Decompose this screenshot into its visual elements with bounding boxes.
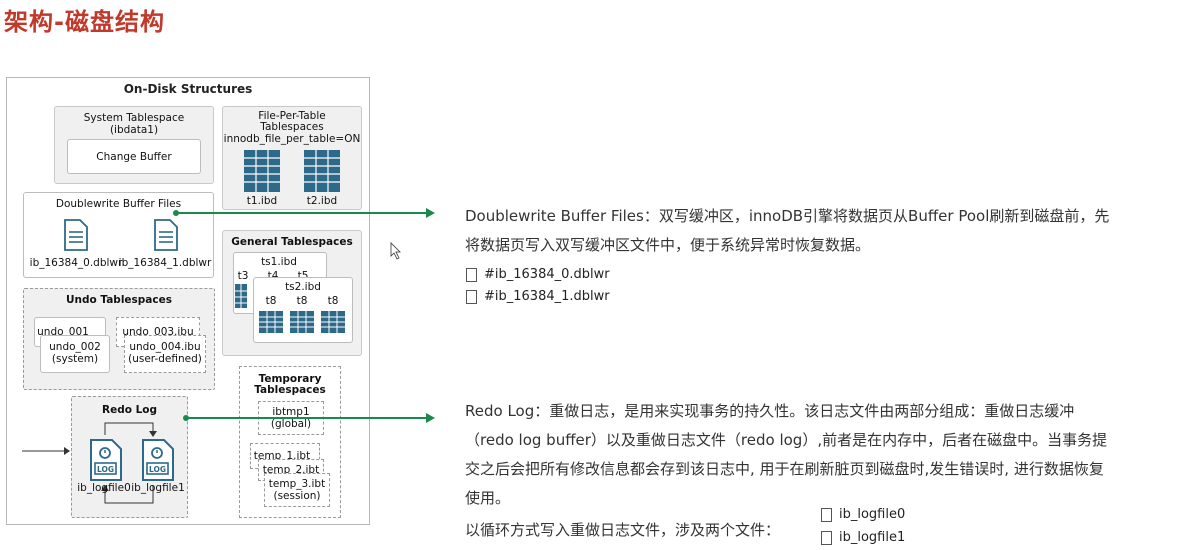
temp3-box: temp_3.ibt (session) [264, 473, 330, 507]
undo-tablespaces-box: Undo Tablespaces undo_001 undo_002 (syst… [23, 288, 215, 390]
redo-annotation-file-0: ib_logfile0 [839, 507, 906, 522]
ts1-table-t4: t4 [267, 270, 279, 282]
doublewrite-desc-line1: Doublewrite Buffer Files：双写缓冲区，innoDB引擎将… [465, 207, 1110, 225]
ts2-table-label-2: t8 [327, 295, 339, 307]
ts1-label: ts1.ibd [261, 256, 297, 268]
redo-desc-line4: 使用。 [465, 489, 511, 507]
redo-desc-line2: （redo log buffer）以及重做日志文件（redo log）,前者是在… [465, 431, 1108, 449]
ts2-table-icon-0 [259, 311, 283, 333]
file-icon [821, 508, 832, 522]
dblwr-file-label-0: ib_16384_0.dblwr [29, 257, 123, 269]
file-per-table-setting: innodb_file_per_table=ON [223, 133, 361, 145]
system-tablespace-box: System Tablespace (ibdata1) Change Buffe… [54, 106, 214, 184]
diagram-title: On-Disk Structures [123, 82, 253, 96]
logfile0-label: ib_logfile0 [77, 482, 131, 494]
ts1-table-icon [235, 284, 247, 308]
change-buffer-box: Change Buffer [67, 139, 201, 174]
ts2-table-icon-1 [290, 311, 314, 333]
t2-file-label: t2.ibd [306, 195, 338, 207]
file-icon [821, 531, 832, 545]
logfile0-icon: LOG [90, 439, 122, 481]
ibtmp1-note: (global) [270, 418, 312, 430]
temp3-note: (session) [273, 490, 321, 502]
t2-table-icon [304, 150, 340, 192]
file-per-table-box: File-Per-Table Tablespaces innodb_file_p… [222, 106, 362, 210]
ts2-label: ts2.ibd [285, 281, 321, 293]
logfile1-icon: LOG [142, 439, 174, 481]
general-tablespaces-title: General Tablespaces [231, 236, 353, 248]
on-disk-structures-diagram: On-Disk Structures System Tablespace (ib… [6, 77, 370, 525]
temp3-label: temp_3.ibt [268, 478, 326, 490]
system-tablespace-subtitle: (ibdata1) [109, 124, 159, 136]
dblwr-file-icon-0 [64, 219, 88, 251]
file-per-table-title-1: File-Per-Table [258, 110, 326, 122]
redo-cycle-text: 以循环方式写入重做日志文件，涉及两个文件： [465, 521, 781, 539]
ibtmp1-label: ibtmp1 [272, 406, 310, 418]
ts1-table-t3: t3 [237, 270, 249, 282]
ts2-box: ts2.ibd t8 t8 t8 [253, 277, 353, 343]
page-title: 架构-磁盘结构 [4, 8, 165, 36]
undo-004-label: undo_004.ibu [129, 341, 201, 353]
undo-002-box: undo_002 (system) [40, 335, 110, 373]
temporary-title-2: Tablespaces [254, 384, 326, 396]
ts2-table-label-1: t8 [296, 295, 308, 307]
dblwr-file-label-1: ib_16384_1.dblwr [118, 257, 212, 269]
file-icon [466, 268, 477, 282]
redo-log-box: Redo Log LOG LOG ib_logfile0 ib_logfile1 [71, 396, 188, 518]
doublewrite-box: Doublewrite Buffer Files ib_16384_0.dblw… [23, 192, 214, 278]
mouse-cursor-icon [390, 242, 401, 260]
redo-desc-line3: 交之后会把所有修改信息都会存到该日志中, 用于在刷新脏页到磁盘时,发生错误时, … [465, 460, 1104, 478]
ts2-table-icon-2 [321, 311, 345, 333]
change-buffer-label: Change Buffer [96, 151, 172, 163]
logfile1-label: ib_logfile1 [131, 482, 185, 494]
undo-002-note: (system) [51, 353, 99, 365]
ts1-table-t5: t5 [297, 270, 309, 282]
logfile1-icon-text: LOG [149, 465, 166, 474]
redo-log-title: Redo Log [101, 404, 157, 416]
dblwr-file-icon-1 [154, 219, 178, 251]
t1-file-label: t1.ibd [246, 195, 278, 207]
redo-cycle-arrows [101, 422, 157, 504]
undo-tablespaces-title: Undo Tablespaces [66, 294, 172, 306]
ts2-table-label-0: t8 [265, 295, 277, 307]
logfile0-icon-text: LOG [97, 465, 114, 474]
undo-004-box: undo_004.ibu (user-defined) [124, 335, 206, 373]
file-per-table-title-2: Tablespaces [260, 121, 324, 133]
t1-table-icon [244, 150, 280, 192]
ibtmp1-box: ibtmp1 (global) [258, 401, 324, 435]
temporary-tablespaces-box: Temporary Tablespaces ibtmp1 (global) te… [239, 366, 341, 518]
doublewrite-desc-line2: 将数据页写入双写缓冲区文件中，便于系统异常时恢复数据。 [465, 236, 871, 254]
redo-desc-line1: Redo Log：重做日志，是用来实现事务的持久性。该日志文件由两部分组成：重做… [465, 402, 1075, 420]
doublewrite-title: Doublewrite Buffer Files [55, 198, 182, 210]
dblwr-annotation-file-0: #ib_16384_0.dblwr [484, 267, 610, 282]
system-tablespace-title: System Tablespace [83, 112, 185, 124]
dblwr-annotation-file-1: #ib_16384_1.dblwr [484, 289, 610, 304]
file-icon [466, 290, 477, 304]
temporary-title-1: Temporary [258, 373, 322, 385]
general-tablespaces-box: General Tablespaces ts1.ibd t3 t4 t5 ts2… [222, 230, 362, 356]
undo-004-note: (user-defined) [128, 353, 202, 365]
undo-002-label: undo_002 [49, 341, 101, 353]
redo-annotation-file-1: ib_logfile1 [839, 530, 906, 545]
